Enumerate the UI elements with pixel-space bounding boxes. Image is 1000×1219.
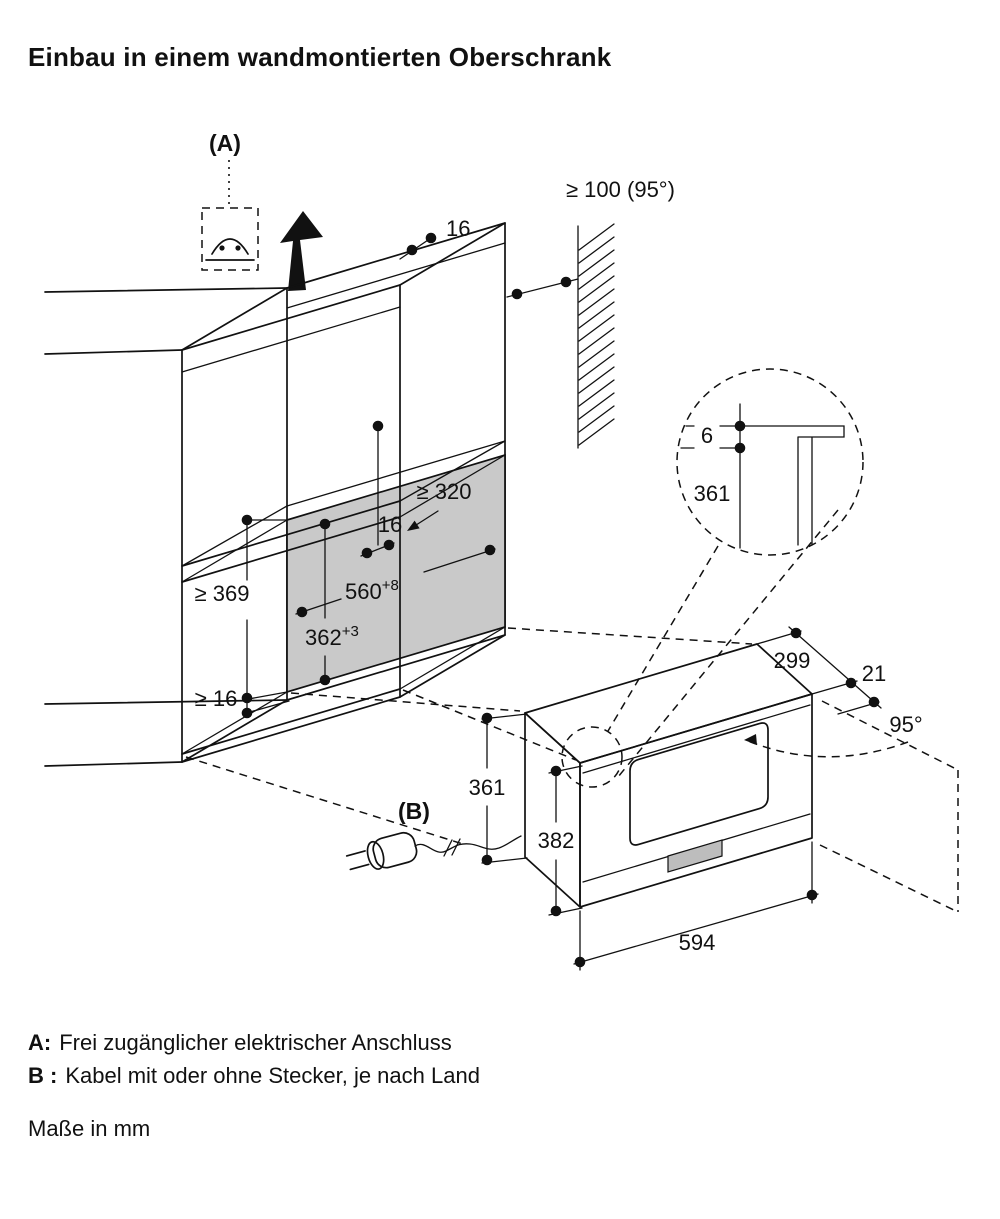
- dim-oven-depth: 299: [774, 648, 811, 673]
- detail-source-circle: [561, 726, 623, 788]
- units-note: Maße in mm: [28, 1116, 151, 1141]
- niche-back-panel: [286, 453, 506, 694]
- legend-key-a: A:: [28, 1030, 52, 1055]
- page-title: Einbau in einem wandmontierten Oberschra…: [28, 42, 612, 72]
- power-plug-icon: [345, 831, 418, 871]
- dim-niche-width: 560+8: [345, 577, 399, 604]
- detail-leader-lines: [607, 509, 839, 778]
- oven-drawing: 95°: [524, 643, 959, 913]
- dim-left-clearance: ≥ 369: [195, 581, 250, 606]
- wall-hatch: [577, 223, 615, 449]
- door-open-outline: [819, 700, 959, 913]
- dim-bottom-clearance: ≥ 16: [195, 686, 238, 711]
- projection-lines: [185, 627, 753, 846]
- detail-circle-group: 6 361: [607, 368, 864, 778]
- up-arrow-icon: [280, 211, 323, 291]
- dim-wall-clearance: ≥ 100 (95°): [566, 177, 675, 202]
- legend-item-b: B : Kabel mit oder ohne Stecker, je nach …: [28, 1059, 480, 1092]
- dim-detail-height: 361: [694, 481, 731, 506]
- dim-detail-gap: 6: [701, 423, 713, 448]
- dim-top-gap: 16: [446, 216, 470, 241]
- power-cable: [414, 835, 522, 853]
- oven-display: [667, 839, 723, 873]
- power-outlet-icon: [205, 238, 255, 261]
- legend-text-a: Frei zugänglicher elektrischer Anschluss: [59, 1030, 452, 1055]
- callout-b-group: (B): [345, 798, 522, 871]
- door-swing-arc: [747, 740, 909, 758]
- legend: A: Frei zugänglicher elektrischer Anschlu…: [28, 1026, 480, 1092]
- oven-top-face: [524, 643, 813, 764]
- oven-door-window: [629, 722, 769, 846]
- callout-a-label: (A): [209, 130, 241, 156]
- dim-oven-body-height: 361: [469, 775, 506, 800]
- depth-arrowhead-icon: [407, 520, 420, 531]
- callout-b-label: (B): [398, 798, 430, 824]
- dim-oven-width: 594: [679, 930, 716, 955]
- dim-oven-front-height: 382: [538, 828, 575, 853]
- cabinet-dimensions: 16 ≥ 320 16 560+8 362+3: [195, 216, 579, 719]
- swing-arrowhead-icon: [744, 734, 757, 745]
- dim-door-angle: 95°: [889, 712, 922, 737]
- dim-niche-depth: ≥ 320: [417, 479, 472, 504]
- cabinet-drawing: [44, 222, 506, 767]
- oven-dimensions: 299 21 361 382 594: [469, 626, 886, 971]
- legend-text-b: Kabel mit oder ohne Stecker, je nach Lan…: [65, 1063, 480, 1088]
- dim-niche-height: 362+3: [305, 623, 359, 650]
- cable-break-icon: [443, 838, 461, 857]
- outlet-box: [201, 207, 259, 271]
- dim-overhang: 21: [862, 661, 886, 686]
- callout-a-group: (A): [201, 130, 323, 291]
- legend-key-b: B :: [28, 1063, 58, 1088]
- legend-item-a: A: Frei zugänglicher elektrischer Anschlu…: [28, 1026, 480, 1059]
- dim-rail-thickness: 16: [378, 512, 402, 537]
- oven-front-face: [579, 693, 813, 908]
- detail-circle: [676, 368, 864, 556]
